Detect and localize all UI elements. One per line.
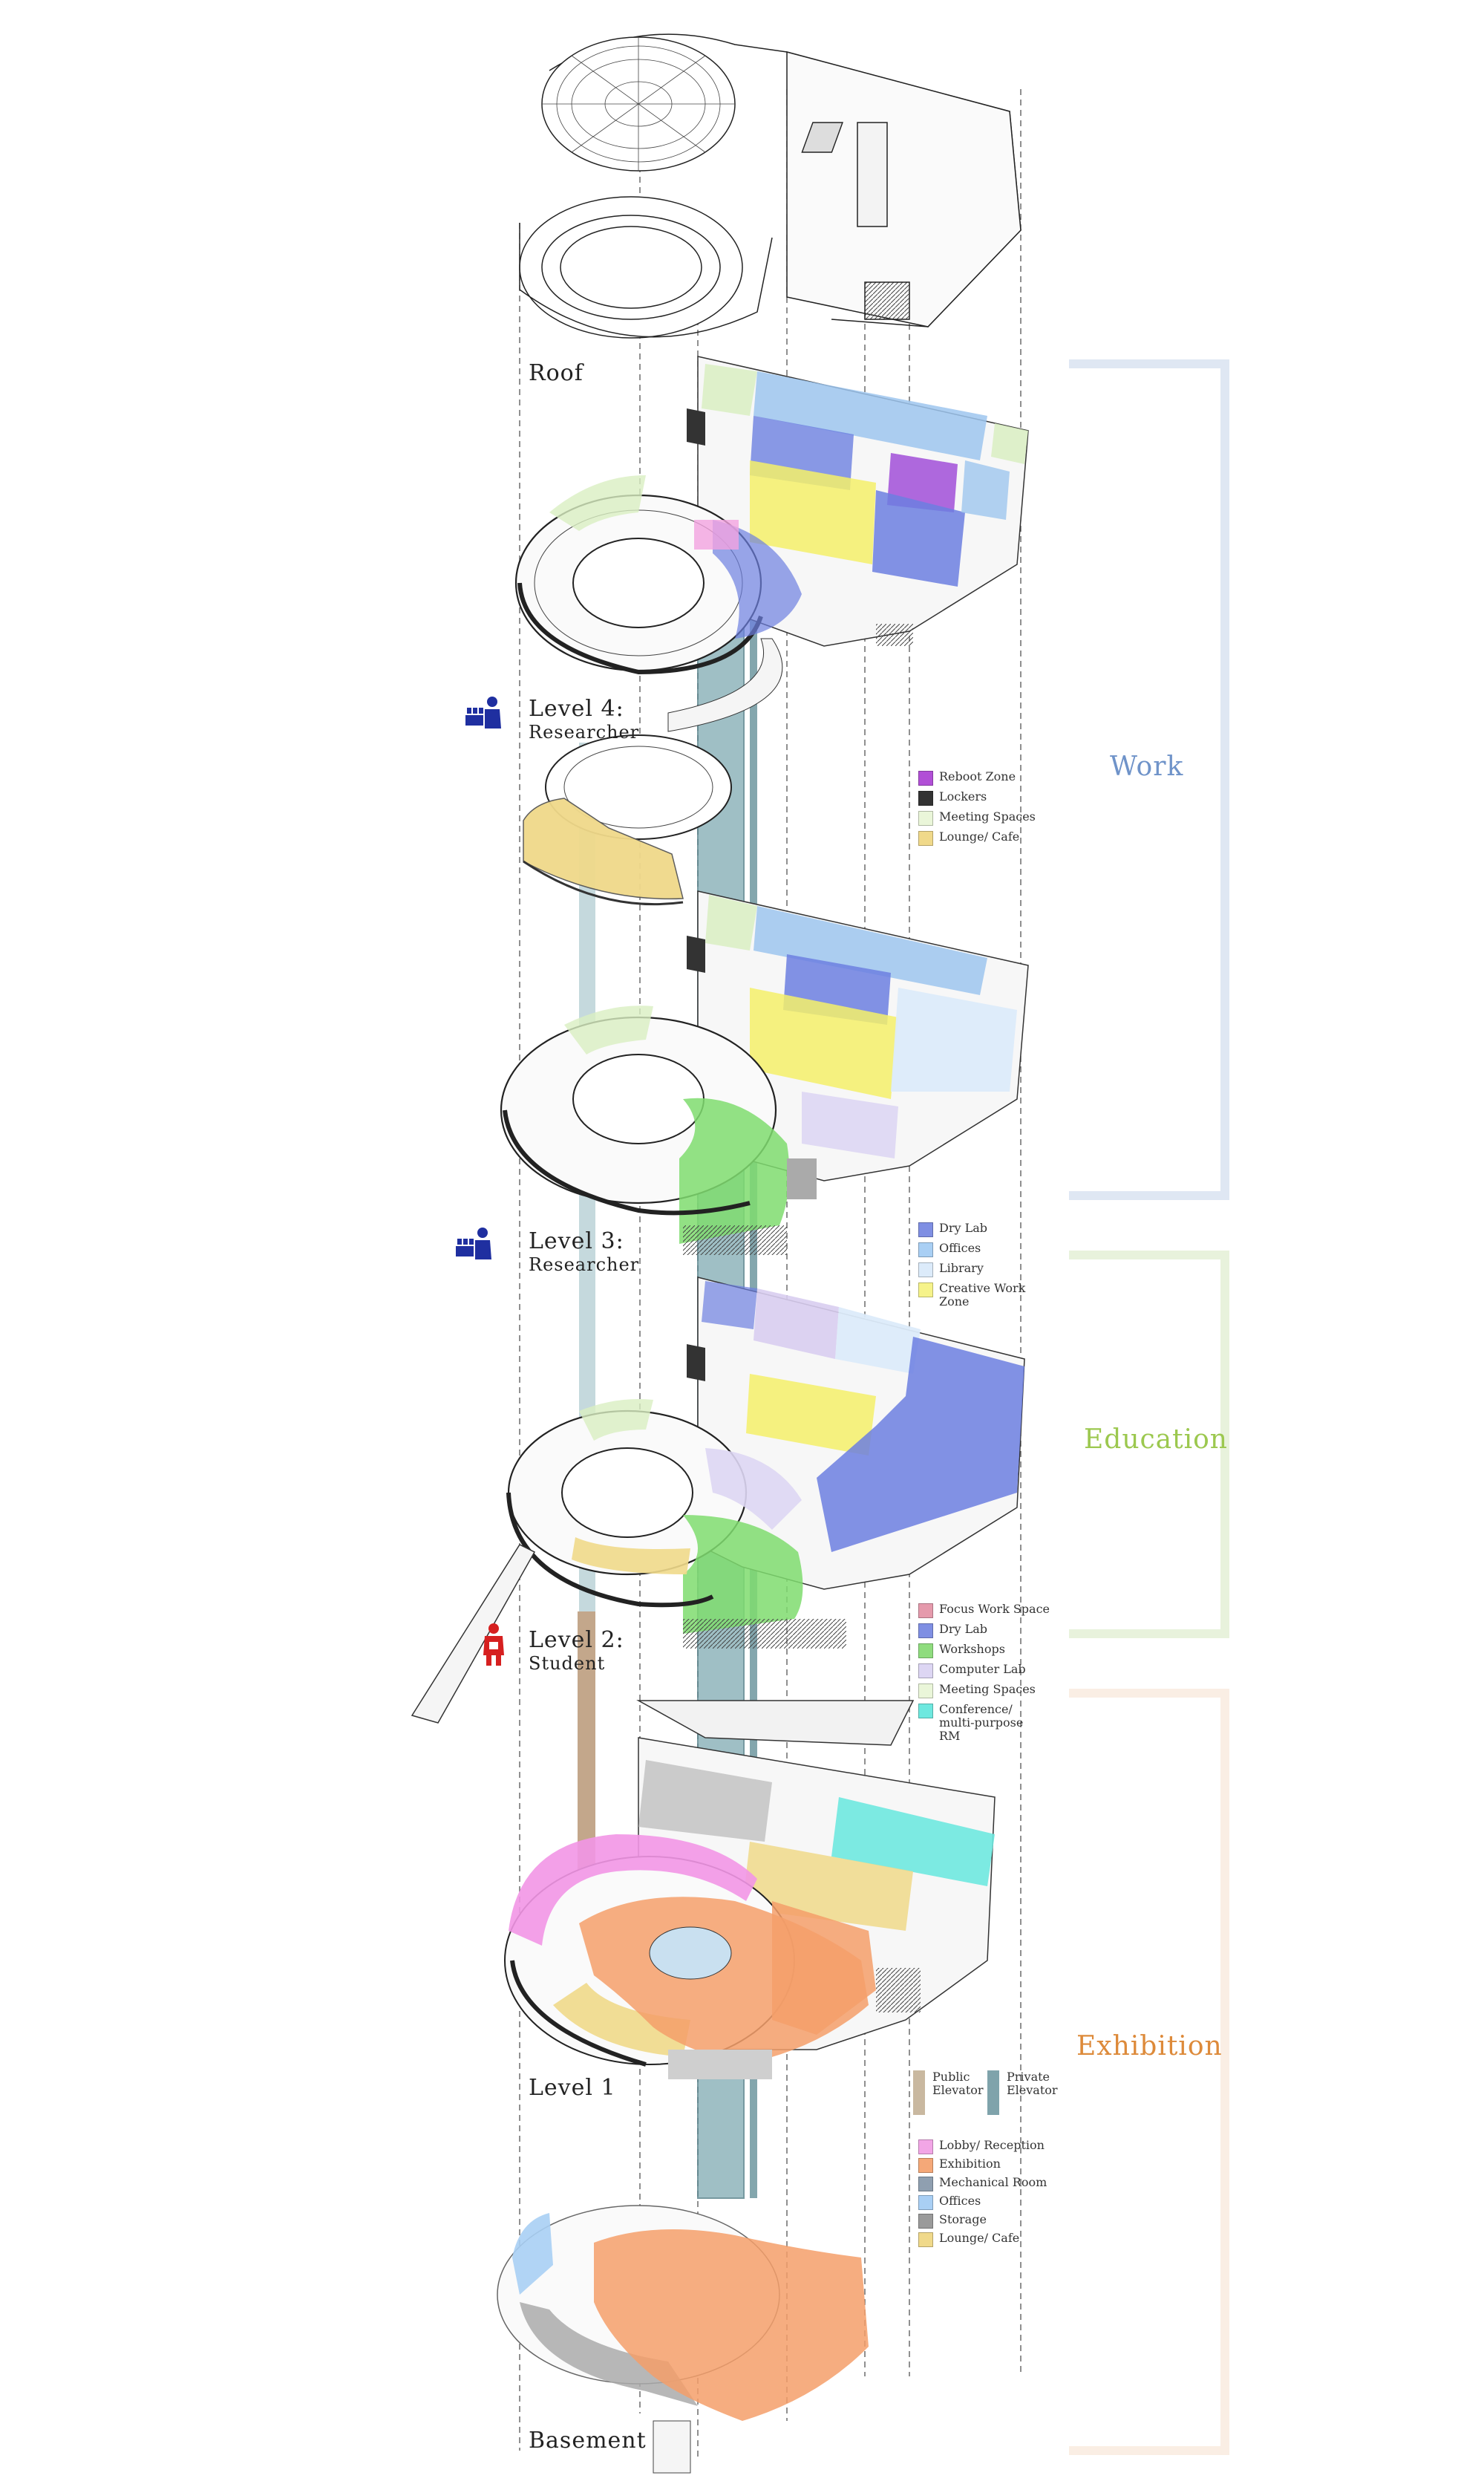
legend-swatch	[918, 791, 933, 806]
legend-swatch	[918, 1704, 933, 1718]
level-name: Level 4:	[529, 696, 624, 722]
roof-plate	[519, 33, 1022, 339]
researcher-icon	[464, 694, 507, 740]
legend-level-1: Lobby/ Reception Exhibition Mechanical R…	[918, 2139, 1052, 2250]
legend-swatch	[918, 1242, 933, 1257]
basement-plate	[497, 2205, 869, 2474]
private-elevator-swatch	[987, 2070, 999, 2115]
level-label-2: Level 2: Student	[529, 1627, 624, 1674]
zone-brackets	[1069, 359, 1229, 2455]
zone-label-education: Education	[1084, 1424, 1228, 1455]
zone-label-exhibition: Exhibition	[1076, 2031, 1223, 2061]
level-3-plate	[500, 890, 1029, 1255]
level-name: Roof	[529, 360, 584, 386]
legend-swatch	[918, 2177, 933, 2191]
legend-item: Conference/ multi-purpose RM	[918, 1703, 1067, 1743]
legend-item: Dry Lab	[918, 1222, 1045, 1242]
level-label-3: Level 3: Researcher	[529, 1228, 640, 1275]
zone-label-work: Work	[1110, 752, 1184, 782]
level-role: Student	[529, 1652, 606, 1674]
legend-swatch	[918, 771, 933, 786]
legend-level-4: Reboot Zone Lockers Meeting Spaces Loung…	[918, 770, 1052, 850]
legend-swatch	[918, 1683, 933, 1698]
legend-swatch	[918, 831, 933, 846]
legend-item: Storage	[918, 2213, 1052, 2232]
level-label-1: Level 1	[529, 2075, 616, 2102]
legend-item: Lounge/ Cafe	[918, 830, 1052, 850]
level-role: Researcher	[529, 721, 640, 743]
legend-private-elevator: Private Elevator	[987, 2070, 1059, 2115]
legend-swatch	[918, 2139, 933, 2154]
legend-item: Exhibition	[918, 2157, 1052, 2176]
level-name: Basement	[529, 2428, 647, 2454]
legend-public-elevator: Public Elevator	[913, 2070, 984, 2115]
legend-swatch	[918, 1603, 933, 1618]
legend-item: Meeting Spaces	[918, 1683, 1067, 1703]
level-4-lounge-ring	[523, 734, 732, 906]
legend-swatch	[918, 1663, 933, 1678]
legend-item: Offices	[918, 2194, 1052, 2213]
legend-level-2: Focus Work Space Dry Lab Workshops Compu…	[918, 1603, 1067, 1743]
public-elevator-swatch	[913, 2070, 925, 2115]
legend-item: Library	[918, 1262, 1045, 1282]
student-icon	[479, 1623, 509, 1670]
level-2-plate	[411, 1277, 1025, 1724]
level-label-roof: Roof	[529, 360, 584, 387]
legend-item: Meeting Spaces	[918, 810, 1052, 830]
level-name: Level 2:	[529, 1627, 624, 1653]
legend-swatch	[918, 1643, 933, 1658]
legend-swatch	[918, 1282, 933, 1297]
legend-swatch	[918, 2158, 933, 2173]
legend-swatch	[918, 1262, 933, 1277]
legend-swatch	[918, 2232, 933, 2247]
level-4-plate	[514, 356, 1029, 732]
legend-item: Computer Lab	[918, 1663, 1067, 1683]
level-name: Level 1	[529, 2075, 616, 2101]
legend-item: Lockers	[918, 790, 1052, 810]
legend-swatch	[918, 811, 933, 826]
legend-item: Reboot Zone	[918, 770, 1052, 790]
legend-elevators: Public Elevator Private Elevator	[913, 2070, 1062, 2145]
legend-item: Creative Work Zone	[918, 1282, 1045, 1314]
legend-item: Mechanical Room	[918, 2176, 1052, 2194]
legend-swatch	[918, 2214, 933, 2229]
level-role: Researcher	[529, 1254, 640, 1275]
legend-item: Dry Lab	[918, 1623, 1067, 1643]
legend-swatch	[918, 1623, 933, 1638]
legend-swatch	[918, 2195, 933, 2210]
legend-item: Offices	[918, 1242, 1045, 1262]
level-label-basement: Basement	[529, 2428, 647, 2454]
legend-item: Focus Work Space	[918, 1603, 1067, 1623]
level-name: Level 3:	[529, 1228, 624, 1254]
legend-swatch	[918, 1222, 933, 1237]
legend-level-3: Dry Lab Offices Library Creative Work Zo…	[918, 1222, 1045, 1314]
legend-item: Lounge/ Cafe	[918, 2232, 1052, 2250]
level-label-4: Level 4: Researcher	[529, 696, 640, 743]
legend-item: Workshops	[918, 1643, 1067, 1663]
level-1-plate	[504, 1700, 996, 2079]
legend-item: Lobby/ Reception	[918, 2139, 1052, 2157]
researcher-icon	[454, 1225, 497, 1271]
